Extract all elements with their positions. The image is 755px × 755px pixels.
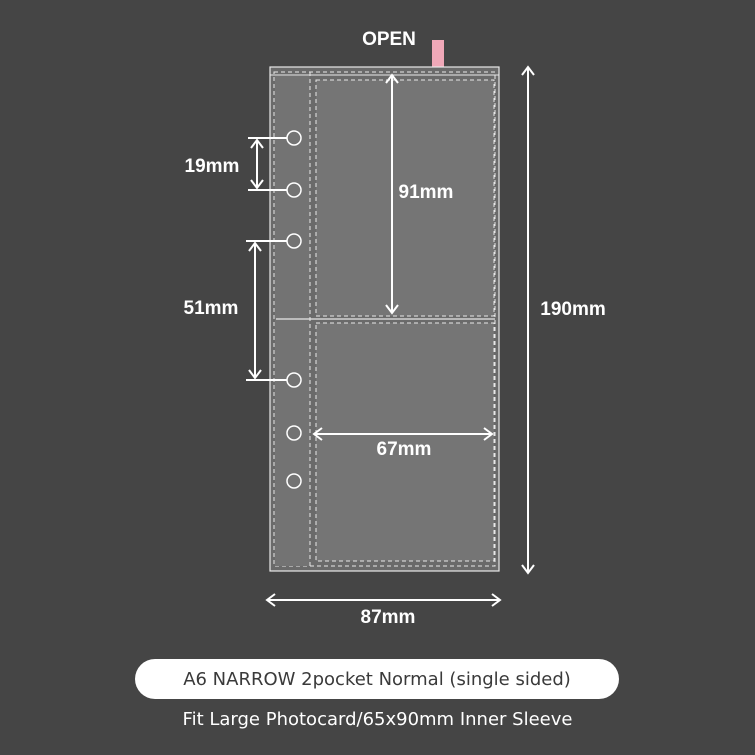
sleeve-seam (273, 71, 496, 567)
total-height-label: 190mm (540, 299, 606, 320)
product-name-badge: A6 NARROW 2pocket Normal (single sided) (135, 659, 619, 699)
pocket-upper (315, 79, 495, 317)
hole-spacing-label: 19mm (185, 156, 240, 177)
product-name: A6 NARROW 2pocket Normal (single sided) (183, 668, 571, 690)
sleeve (269, 66, 500, 572)
product-description: Fit Large Photocard/65x90mm Inner Sleeve (182, 709, 573, 730)
dimension-hole-group-gap (248, 241, 262, 380)
total-width-label: 87mm (361, 607, 416, 628)
hole-group-gap-label: 51mm (184, 298, 239, 319)
dimension-hole-spacing (250, 138, 264, 190)
pocket-height-label: 91mm (399, 182, 454, 203)
binder-hole (286, 425, 302, 441)
dimension-total-height (521, 65, 535, 575)
binder-hole (286, 473, 302, 489)
dimension-pocket-width (312, 427, 494, 441)
hole-reference-lines (246, 137, 287, 381)
binding-strip (275, 76, 310, 566)
pocket-lower (315, 322, 495, 562)
dimension-pocket-height (385, 73, 399, 315)
open-label: OPEN (362, 29, 416, 50)
pocket-width-label: 67mm (377, 439, 432, 460)
dimension-total-width (265, 593, 502, 607)
